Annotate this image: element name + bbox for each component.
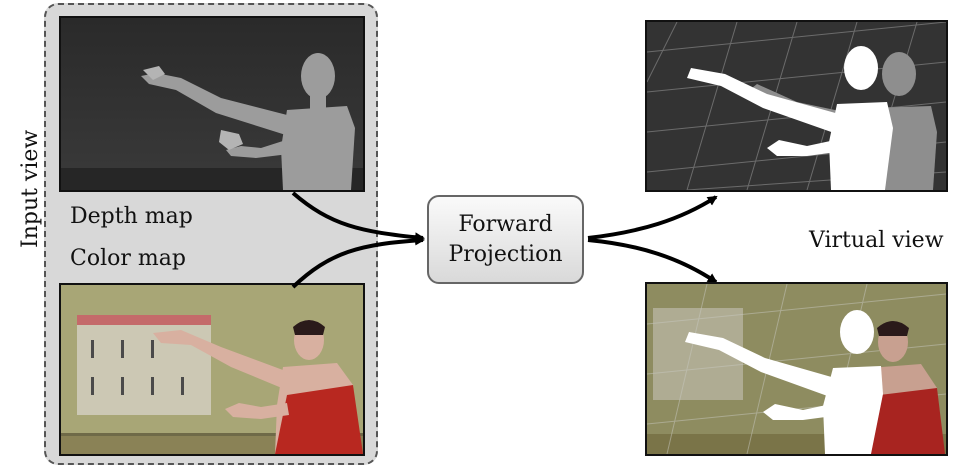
- arrow-icon: [587, 238, 718, 284]
- forward-projection-box: Forward Projection: [427, 195, 584, 284]
- depth-map-label: Depth map: [70, 204, 193, 229]
- process-line-2: Projection: [448, 241, 563, 267]
- process-line-1: Forward: [458, 211, 553, 237]
- virtual-depth-map-image: [645, 20, 948, 192]
- input-color-map-image: [59, 283, 365, 456]
- arrow-icon: [291, 191, 425, 243]
- virtual-color-map-image: [645, 282, 948, 456]
- arrow-icon: [587, 195, 718, 240]
- color-map-label: Color map: [70, 246, 186, 271]
- virtual-view-label: Virtual view: [809, 228, 944, 253]
- input-depth-map-image: [59, 16, 365, 192]
- arrow-icon: [291, 235, 425, 289]
